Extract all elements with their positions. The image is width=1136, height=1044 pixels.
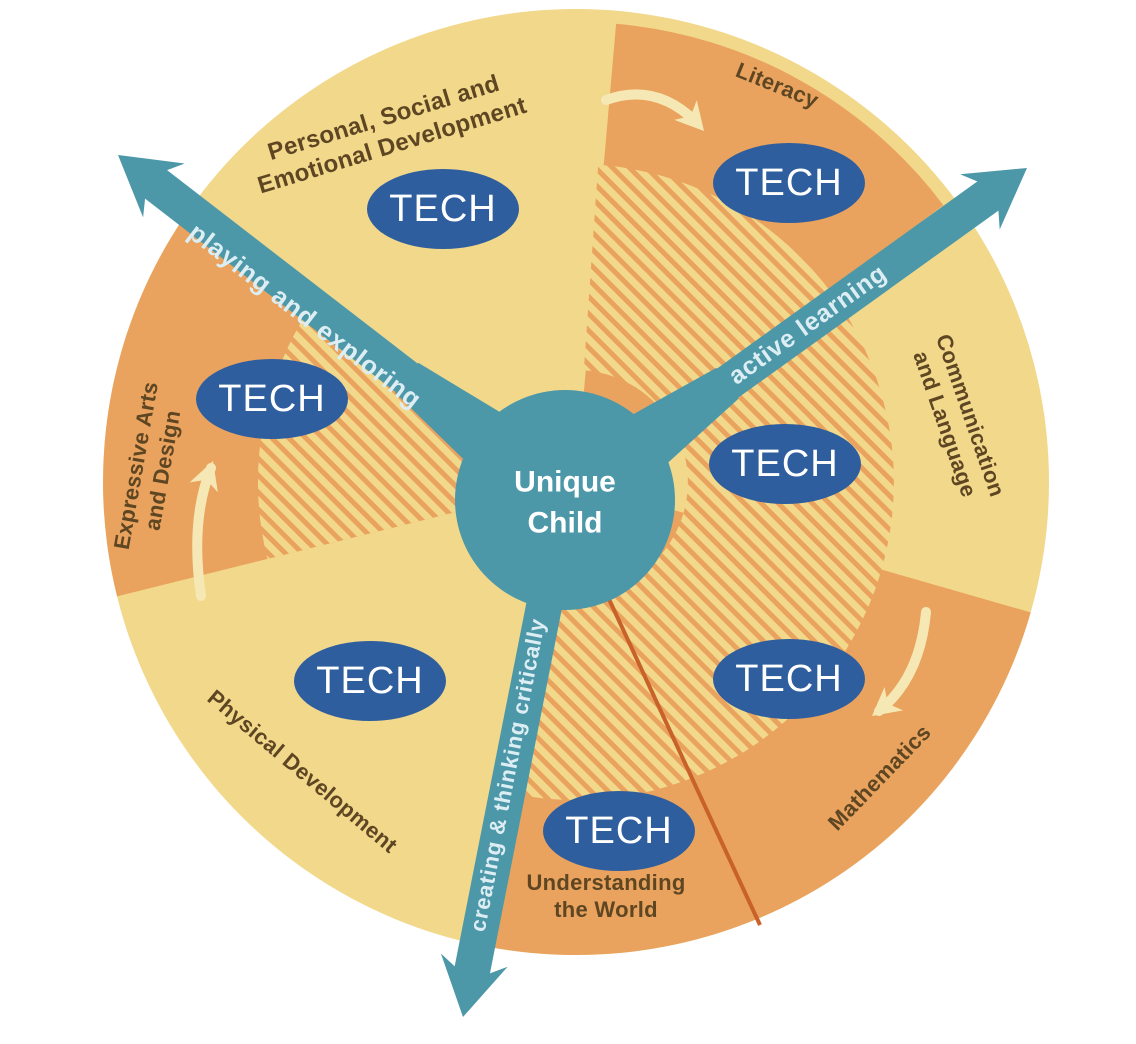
unique-child-label: Unique Child [514, 465, 616, 540]
unique-child-circle [455, 390, 675, 610]
tech-oval-understanding-world: TECH [543, 791, 695, 871]
curved-arrow-literacy [601, 89, 701, 127]
tech-oval-mathematics: TECH [713, 639, 865, 719]
curved-arrow-head-expressive-arts [189, 461, 218, 493]
arrow-head-active-learning [960, 168, 1027, 230]
tech-oval-physical-development: TECH [294, 641, 446, 721]
area-label-understanding-world: Understanding the World [526, 870, 686, 922]
tech-oval-personal-social-emotional: TECH [367, 169, 519, 249]
tech-oval-expressive-arts-design: TECH [196, 359, 348, 439]
tech-oval-communication-language: TECH [709, 424, 861, 504]
curved-arrow-head-literacy [674, 100, 704, 131]
arrow-head-creating-thinking-critically [440, 953, 508, 1017]
arrow-head-playing-and-exploring [118, 155, 185, 218]
segment-divider-line [606, 596, 762, 926]
curved-arrow-head-mathematics [872, 686, 904, 716]
tech-oval-literacy: TECH [713, 143, 865, 223]
hatch-ring-left [257, 295, 486, 559]
